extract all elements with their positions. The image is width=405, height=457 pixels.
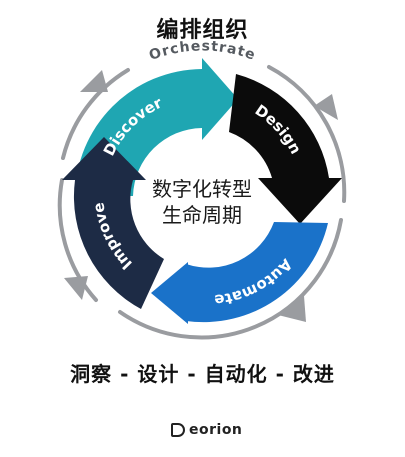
outer-arrowhead-top-left (80, 70, 108, 92)
diagram-title: 编排组织 (156, 18, 249, 43)
center-text-line2: 生命周期 (162, 203, 242, 227)
phase-sequence: 洞察 - 设计 - 自动化 - 改进 (70, 362, 335, 386)
center-text-line1: 数字化转型 (152, 177, 252, 201)
outer-arc-right (267, 65, 347, 203)
outer-arrowhead-left (64, 276, 88, 300)
segment-automate (151, 222, 328, 324)
outer-arc-bottom (118, 218, 343, 340)
outer-arc-top-left (61, 68, 130, 160)
logo-mark-icon (171, 423, 185, 437)
outer-arrowhead-bottom (278, 296, 306, 322)
segment-design (229, 74, 342, 224)
company-logo: eorion (171, 420, 242, 440)
logo-text: eorion (189, 422, 243, 438)
outer-arrowhead-right (314, 94, 338, 120)
outer-arc-left (57, 178, 98, 302)
segment-improve (62, 137, 164, 309)
lifecycle-diagram: Orchestrate Discover Design Automate Imp… (57, 38, 347, 340)
